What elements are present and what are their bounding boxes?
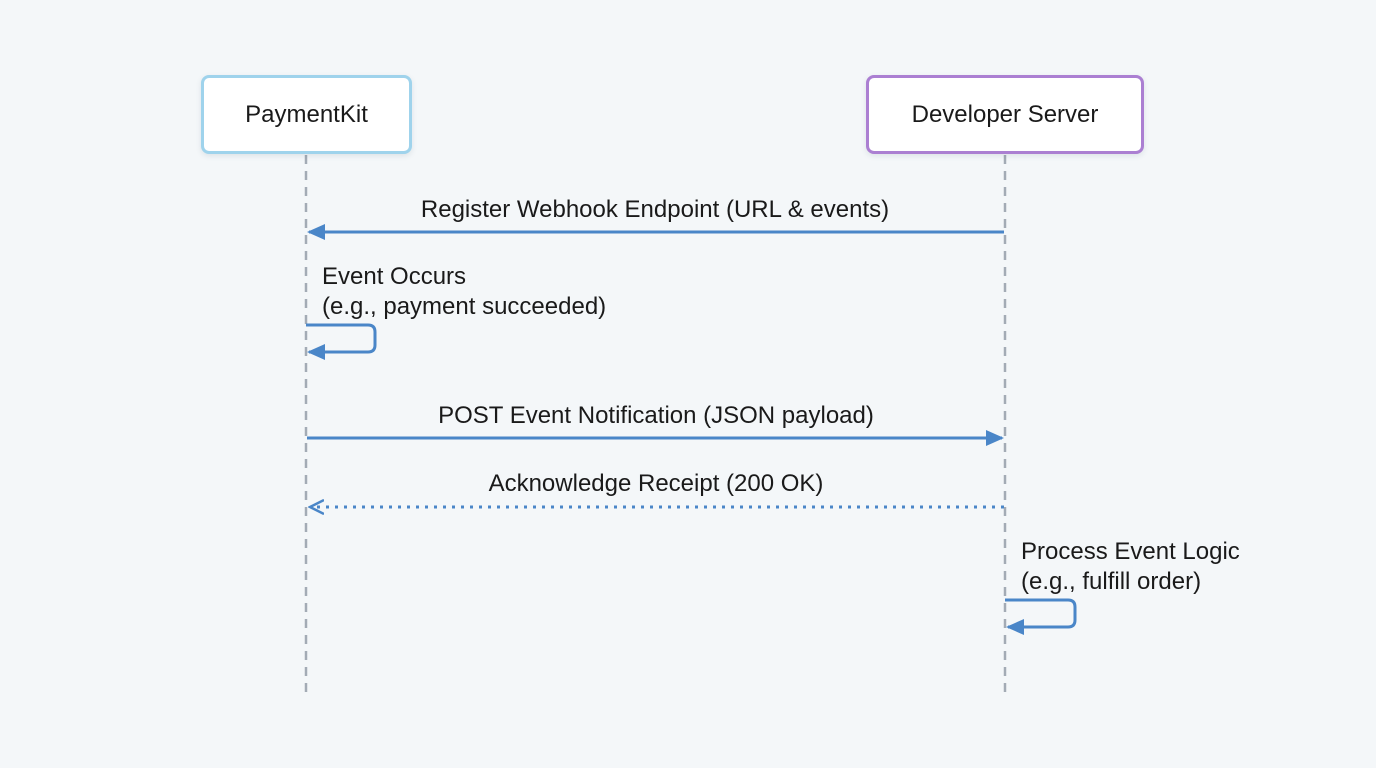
participant-developer-server: Developer Server	[866, 75, 1144, 154]
participant-paymentkit-label: PaymentKit	[245, 100, 368, 128]
participant-paymentkit: PaymentKit	[201, 75, 412, 154]
message-label-event-occurs-line2: (e.g., payment succeeded)	[322, 293, 607, 320]
message-label-register-webhook: Register Webhook Endpoint (URL & events)	[420, 196, 890, 223]
message-label-event-occurs: Event Occurs (e.g., payment succeeded)	[322, 262, 606, 322]
participant-developer-server-label: Developer Server	[911, 100, 1099, 128]
message-label-acknowledge-receipt: Acknowledge Receipt (200 OK)	[488, 470, 824, 497]
message-label-post-event-notification: POST Event Notification (JSON payload)	[438, 402, 874, 429]
message-label-event-occurs-line1: Event Occurs	[322, 263, 467, 290]
message-label-process-event-line2: (e.g., fulfill order)	[1021, 568, 1202, 595]
message-label-process-event-line1: Process Event Logic	[1021, 538, 1240, 565]
arrow-event-occurs-self	[306, 323, 377, 360]
message-label-process-event: Process Event Logic (e.g., fulfill order…	[1021, 537, 1240, 597]
arrow-process-event-self	[1005, 598, 1077, 635]
